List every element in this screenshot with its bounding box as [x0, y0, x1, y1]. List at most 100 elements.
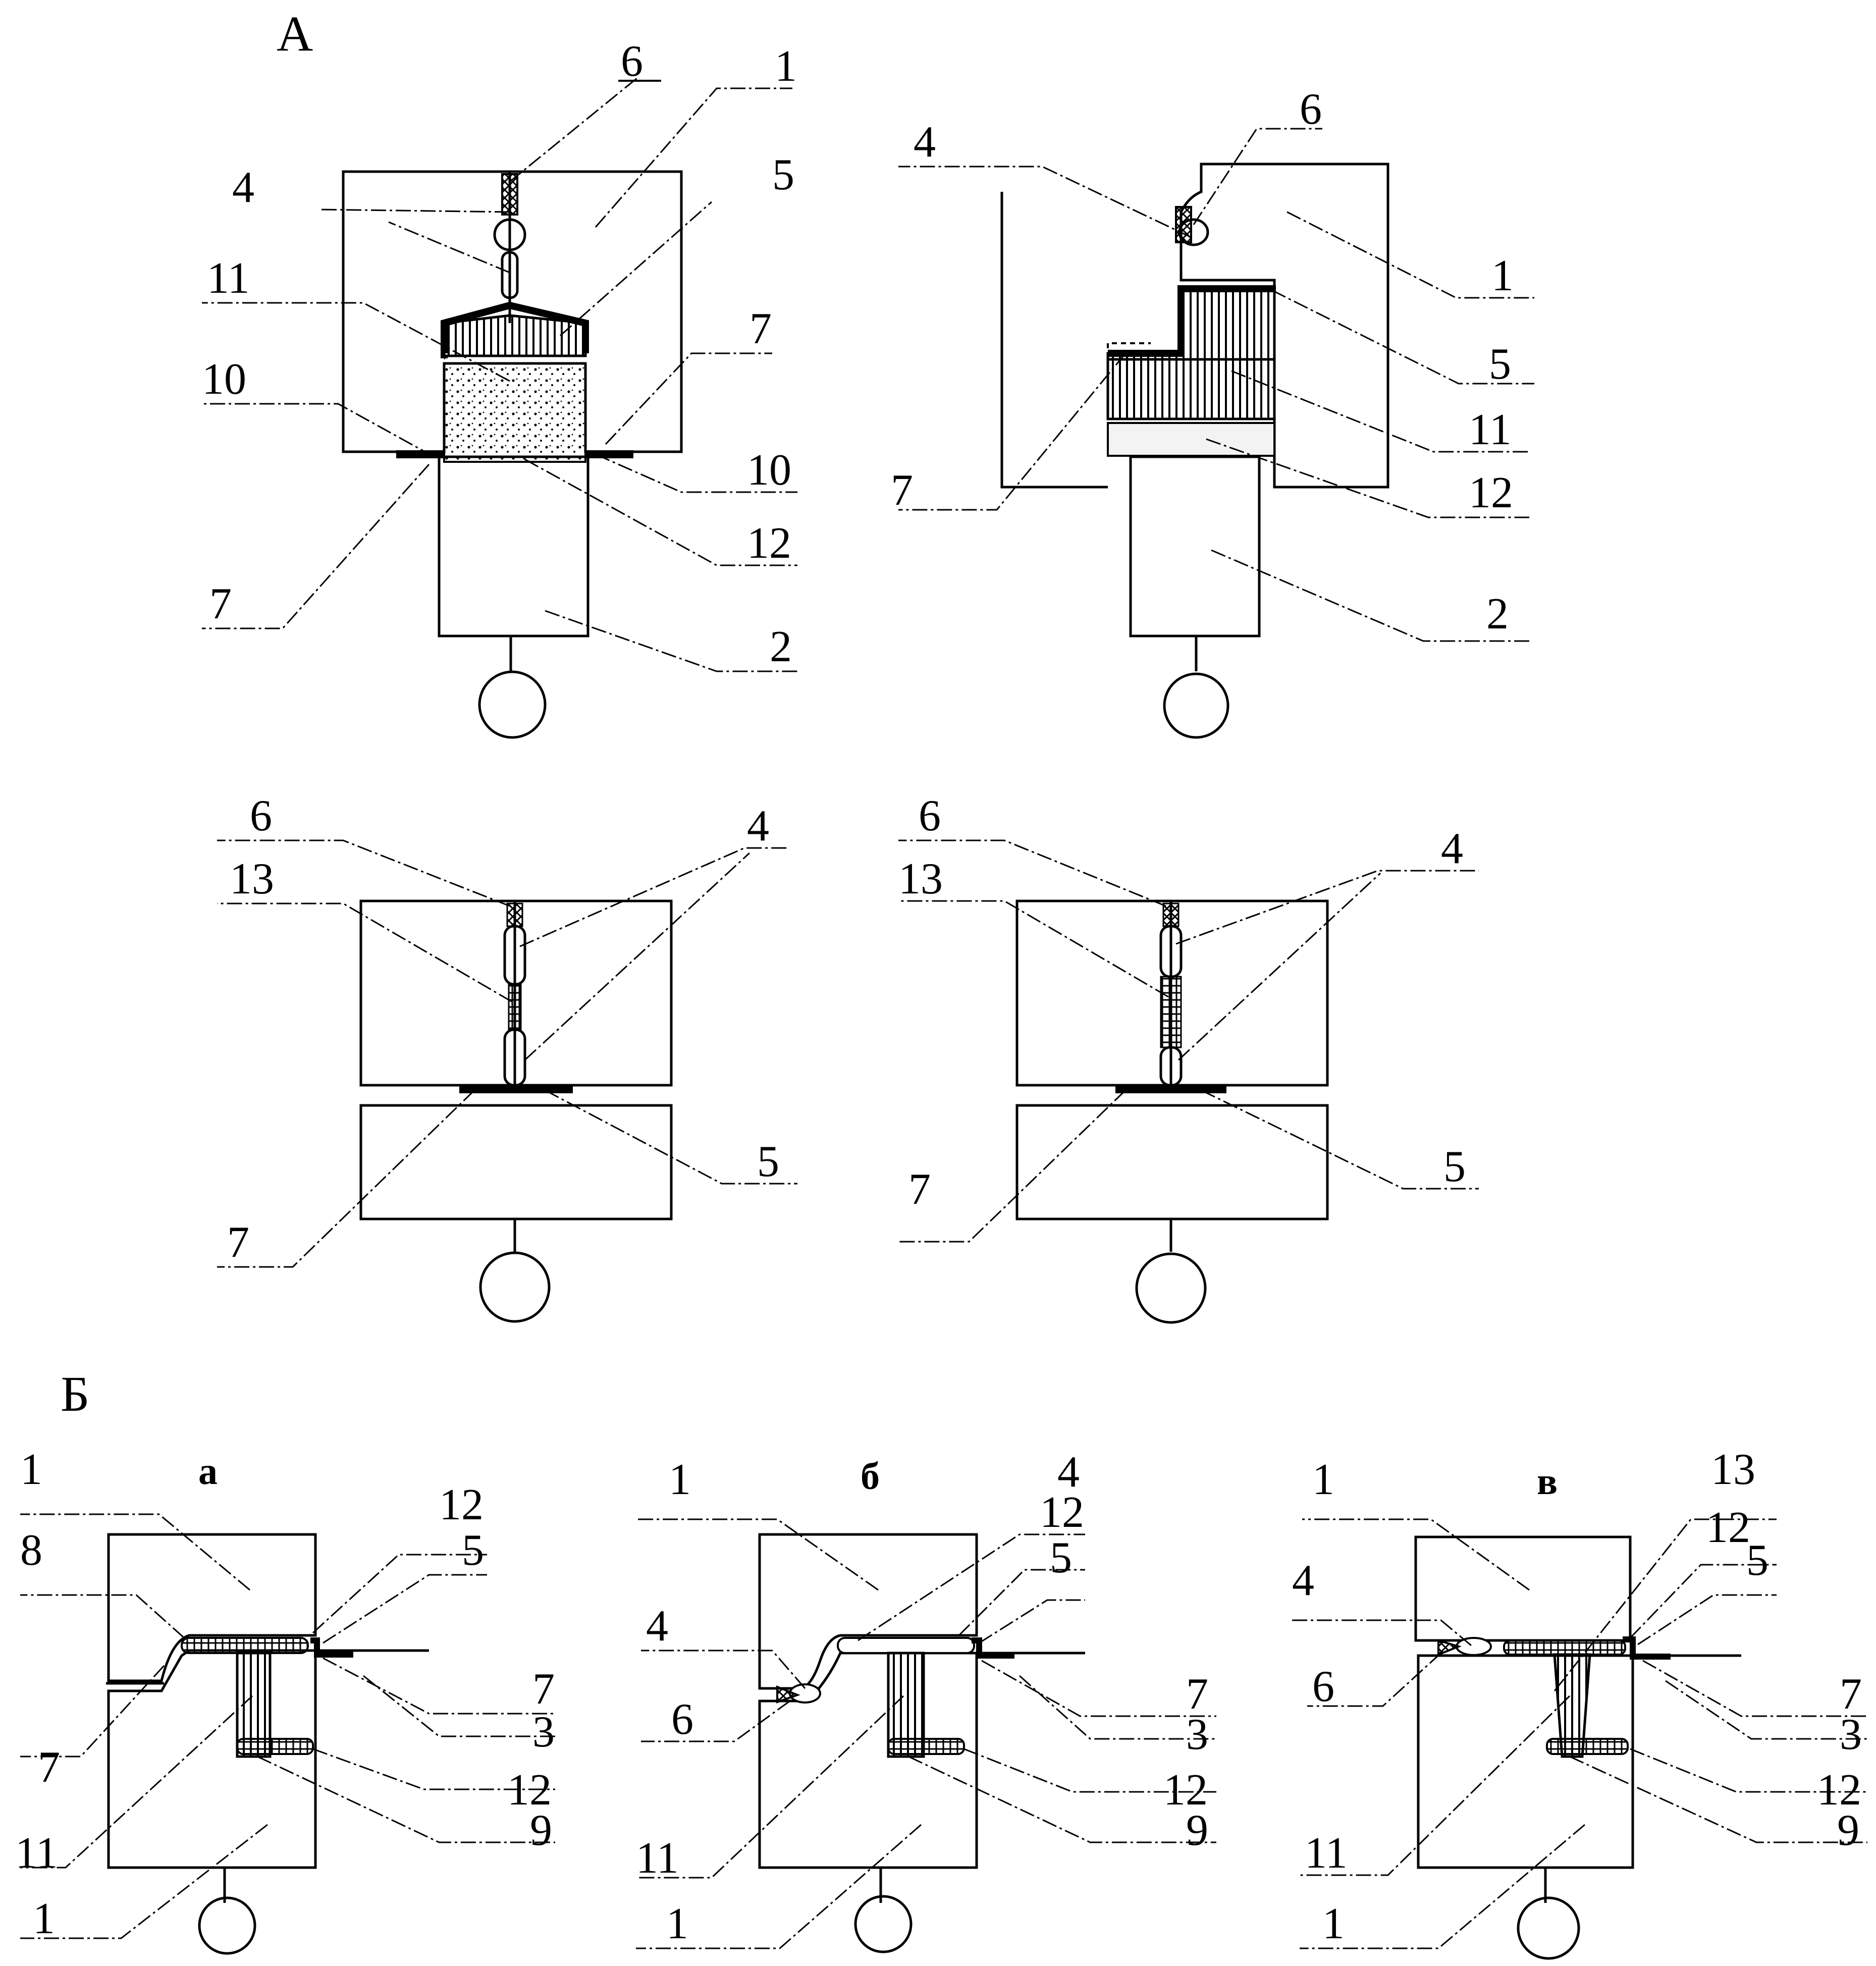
leader-12-bb-bottom [963, 1748, 1216, 1793]
callout-9-bb: 9 [1186, 1806, 1208, 1855]
gasket-cord-a1-lower [501, 251, 519, 299]
leader-1-bc-top [1302, 1518, 1530, 1591]
callout-12-bc-top: 12 [1706, 1503, 1750, 1552]
callout-11-a1: 11 [207, 254, 250, 303]
callout-7-a1-right: 7 [749, 304, 772, 353]
leader-7-bc [1642, 1660, 1867, 1717]
gasket-9-bb [887, 1738, 965, 1755]
upper-panel-bb [758, 1533, 978, 1690]
leader-11-bb [636, 1695, 904, 1879]
callout-1-ba-bottom: 1 [33, 1894, 55, 1943]
leader-11-ba [20, 1695, 253, 1869]
support-node-a4 [1135, 1252, 1207, 1324]
callout-7-a1-left: 7 [209, 579, 232, 628]
callout-11-a2: 11 [1469, 405, 1512, 454]
leader-2-a2 [1211, 549, 1529, 642]
callout-7-bb: 7 [1186, 1670, 1208, 1719]
callout-1-ba-top: 1 [20, 1445, 42, 1494]
sealant-mastic-a4 [1162, 902, 1180, 927]
foam-13-bc [1503, 1639, 1626, 1656]
insulation-11-bb [887, 1652, 925, 1758]
callout-12-a2: 12 [1469, 468, 1513, 517]
leader-10-a1-right [595, 453, 797, 493]
callout-1-bc-bottom: 1 [1322, 1899, 1345, 1948]
outline-a2-left [1000, 192, 1108, 489]
insulation-11-ba [236, 1652, 272, 1758]
leader-5-a1 [560, 201, 712, 337]
callout-7-a2: 7 [891, 466, 913, 515]
lower-block-a4 [1015, 1104, 1329, 1220]
callout-5-bb: 5 [1050, 1533, 1072, 1582]
leader-13-a4 [898, 900, 1169, 998]
waterproof-membrane-a2 [1108, 285, 1276, 357]
leader-5-a3 [545, 1089, 797, 1185]
leader-2-a1 [545, 610, 797, 672]
foam-filler-a3 [508, 983, 522, 1031]
upper-block-a3 [359, 899, 673, 1087]
callout-1-a1: 1 [775, 42, 797, 91]
leader-11-a1 [202, 302, 510, 382]
gasket-9-ba [236, 1738, 314, 1755]
leveling-layer-a2 [1107, 422, 1275, 457]
callout-9-bc: 9 [1837, 1806, 1859, 1855]
detail-a1: 6 1 4 5 11 7 10 10 12 7 2 [202, 37, 797, 739]
support-node-a1 [478, 670, 547, 739]
callout-10-a1-right: 10 [747, 446, 791, 495]
leader-6-a4 [898, 839, 1166, 907]
leader-1-a2 [1287, 211, 1534, 299]
subfigure-label-a: а [198, 1450, 218, 1493]
callout-7-ba-right: 7 [532, 1665, 555, 1714]
detail-a4: 6 4 13 5 7 [898, 791, 1479, 1324]
leader-9-bb [908, 1756, 1216, 1843]
leader-11-bc [1300, 1695, 1571, 1876]
leader-3-bb [1019, 1675, 1216, 1740]
filler-concrete-a1 [443, 362, 586, 463]
callout-5-a2: 5 [1489, 340, 1511, 389]
callout-7-a4: 7 [908, 1165, 931, 1214]
upper-panel-ba [107, 1533, 317, 1682]
lower-block-a1 [438, 455, 589, 637]
callout-12-ba-bottom: 12 [507, 1766, 552, 1815]
callout-12-a1: 12 [747, 519, 791, 568]
leader-4-a1 [317, 208, 510, 274]
waterproof-membrane-a1 [441, 301, 589, 359]
callout-6-bc: 6 [1312, 1662, 1334, 1711]
leader-7-a2 [898, 353, 1127, 511]
leader-5-bb [979, 1599, 1085, 1644]
section-label-b: Б [61, 1366, 89, 1422]
callout-1-bb-top: 1 [669, 1455, 691, 1504]
leader-5-ba [323, 1574, 487, 1644]
leader-7-a4 [898, 1089, 1127, 1243]
detail-a3: 6 4 13 5 7 [217, 791, 797, 1323]
leader-5-a2 [1271, 289, 1534, 385]
callout-10-a1-left: 10 [202, 355, 246, 404]
callout-11-ba: 11 [15, 1829, 58, 1878]
foam-filler-a4 [1160, 976, 1182, 1048]
callout-4-bb-side: 4 [646, 1602, 668, 1651]
callout-4-a3: 4 [747, 802, 769, 851]
callout-7-bc: 7 [1840, 1670, 1862, 1719]
sealant-6-bb [776, 1685, 800, 1704]
support-node-a3 [479, 1251, 551, 1323]
callout-12-bb-bottom: 12 [1163, 1766, 1208, 1815]
leader-1-a1 [595, 87, 792, 228]
leader-6-a2 [1193, 128, 1322, 225]
callout-12-ba-top: 12 [439, 1480, 484, 1529]
gasket-8-ba [181, 1637, 309, 1654]
support-node-ba [198, 1896, 256, 1955]
callout-4-a1: 4 [232, 163, 254, 212]
leader-4-a4-upper [1175, 870, 1479, 945]
callout-5-a3: 5 [757, 1137, 779, 1186]
callout-6-a4: 6 [919, 791, 941, 840]
callout-2-a1: 2 [770, 622, 792, 671]
callout-12-bc-bottom: 12 [1817, 1766, 1861, 1815]
lower-panel-bc [1417, 1654, 1634, 1869]
detail-b-a: а 1 8 12 5 7 3 7 12 9 11 1 [15, 1445, 555, 1955]
leader-4-a4-lower [1177, 872, 1381, 1061]
lower-panel-bb [758, 1652, 978, 1869]
detail-a2: 6 4 1 5 11 12 7 2 [891, 85, 1534, 739]
callout-7-a3: 7 [227, 1218, 249, 1267]
leader-6-bb [641, 1700, 790, 1742]
callout-5-ba: 5 [462, 1526, 484, 1575]
